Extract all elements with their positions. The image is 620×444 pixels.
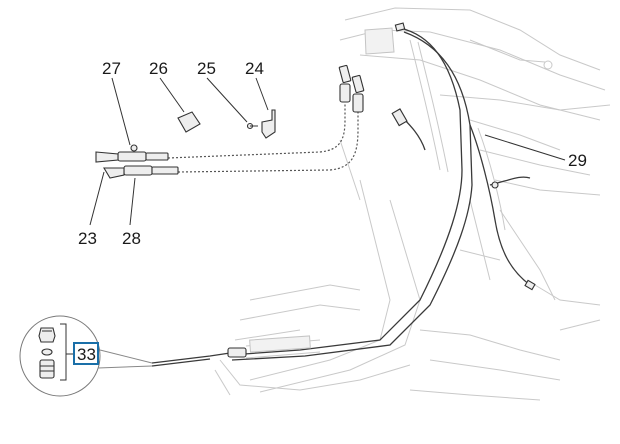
callout-23: 23 [78, 229, 97, 248]
callout-27: 27 [102, 59, 121, 78]
cable-pair [95, 64, 365, 179]
main-cable-harness [151, 22, 536, 367]
leader-lines [89, 77, 566, 226]
callout-26: 26 [149, 59, 168, 78]
callout-29: 29 [568, 151, 587, 170]
small-parts [177, 109, 276, 139]
callout-28: 28 [122, 229, 141, 248]
frame-background [214, 7, 611, 401]
callout-labels: 27 26 25 24 23 28 29 [78, 59, 587, 248]
highlight-box [73, 342, 99, 365]
callout-33: 33 [77, 345, 96, 364]
detail-inset: 33 [19, 315, 153, 397]
callout-25: 25 [197, 59, 216, 78]
callout-24: 24 [245, 59, 264, 78]
